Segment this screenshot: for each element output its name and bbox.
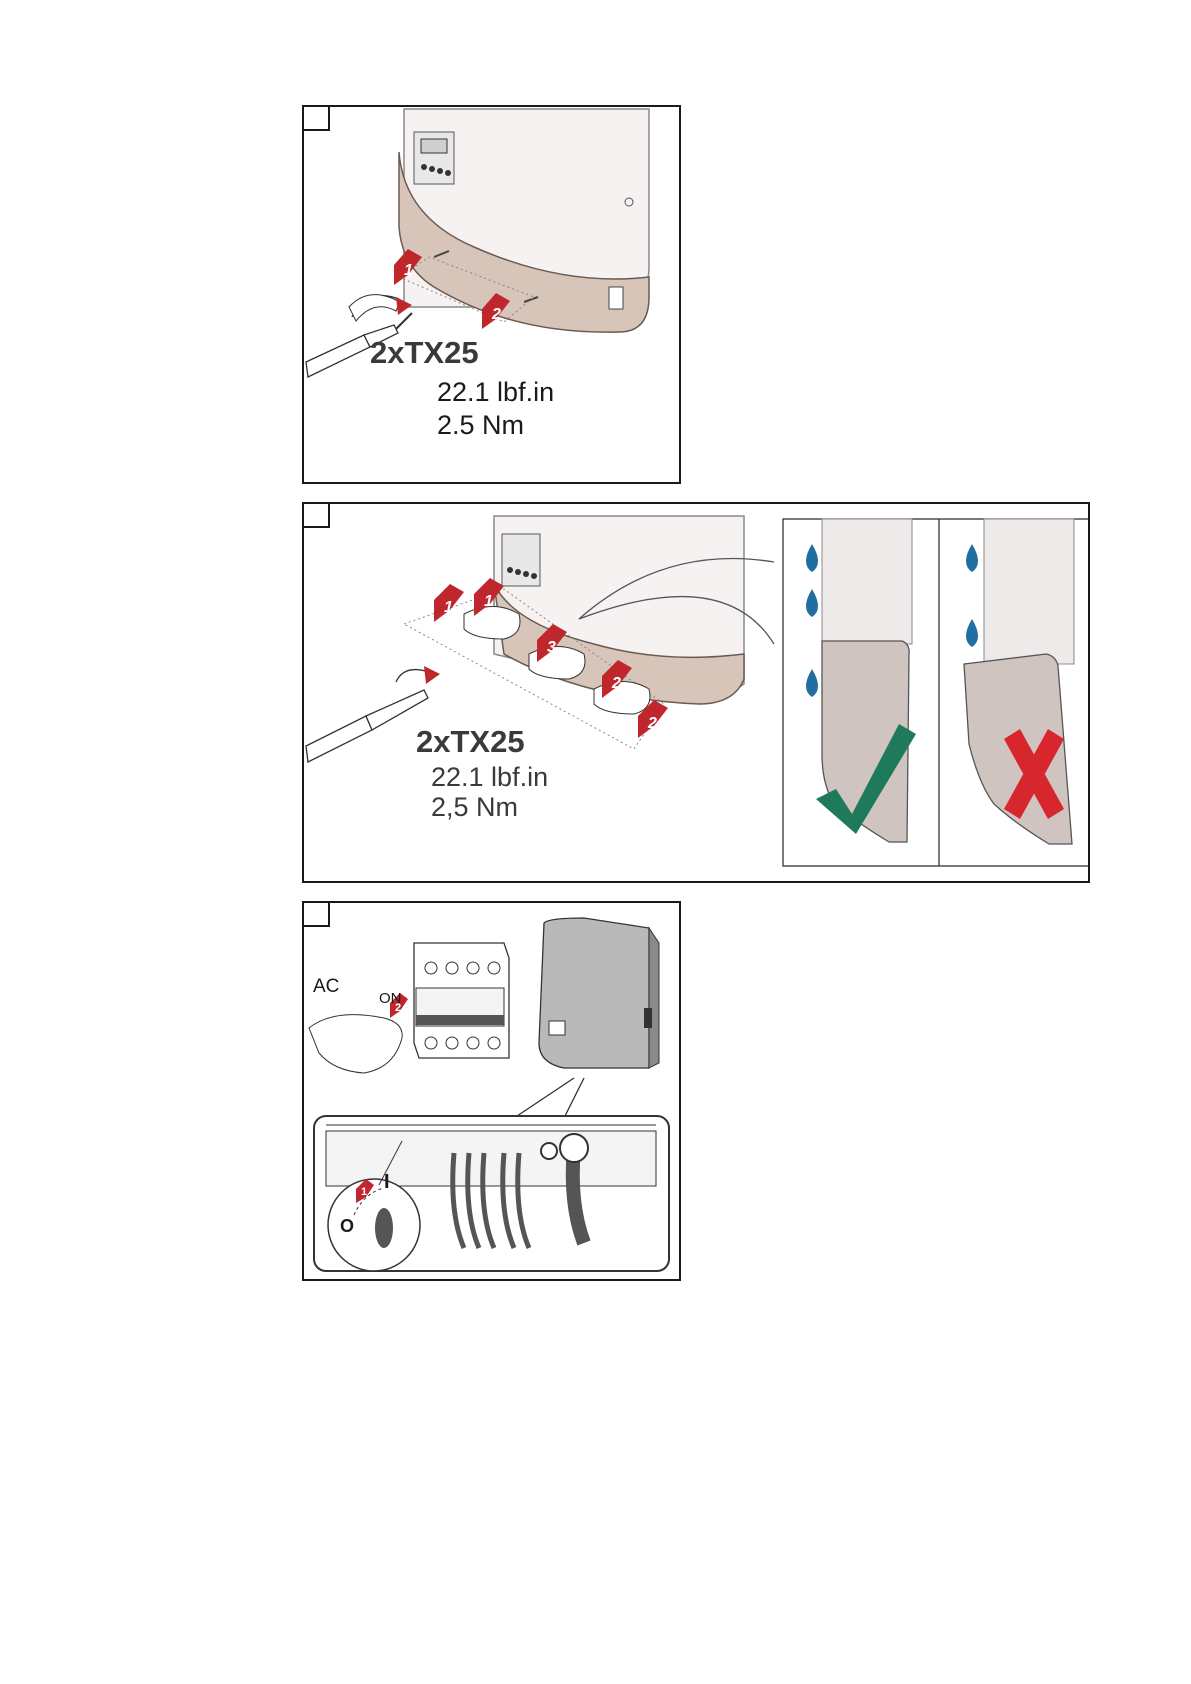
svg-text:1: 1: [361, 1186, 367, 1198]
ac-label: AC: [313, 976, 339, 998]
step-2-tool-label: 2xTX25: [416, 724, 525, 760]
svg-text:1: 1: [444, 599, 453, 616]
step-2-panel: 1 1 3 2 2: [302, 502, 1090, 883]
arrow-1-label: 1: [404, 262, 413, 279]
step-2-torque-metric: 2,5 Nm: [431, 792, 518, 823]
step-1-torque-imperial: 22.1 lbf.in: [437, 377, 554, 408]
on-label: ON: [379, 990, 402, 1007]
step-1-tool-label: 2xTX25: [370, 335, 479, 371]
step-3-illustration: 2 1: [304, 903, 679, 1279]
svg-text:1: 1: [484, 593, 493, 610]
arrow-2-label: 2: [491, 306, 501, 323]
step-3-panel: 2 1 AC ON I O: [302, 901, 681, 1281]
step-1-torque-metric: 2.5 Nm: [437, 410, 524, 441]
svg-text:2: 2: [611, 675, 621, 692]
svg-text:2: 2: [647, 715, 657, 732]
svg-text:3: 3: [547, 639, 556, 656]
step-1-panel: 1 2 2xTX25 22.1 lbf.in 2.5 Nm: [302, 105, 681, 484]
switch-off-label: O: [340, 1216, 354, 1237]
step-2-torque-imperial: 22.1 lbf.in: [431, 762, 548, 793]
step-2-illustration: 1 1 3 2 2: [304, 504, 1088, 881]
switch-on-label: I: [384, 1171, 390, 1194]
arrow-1a-icon: 1: [434, 584, 464, 622]
